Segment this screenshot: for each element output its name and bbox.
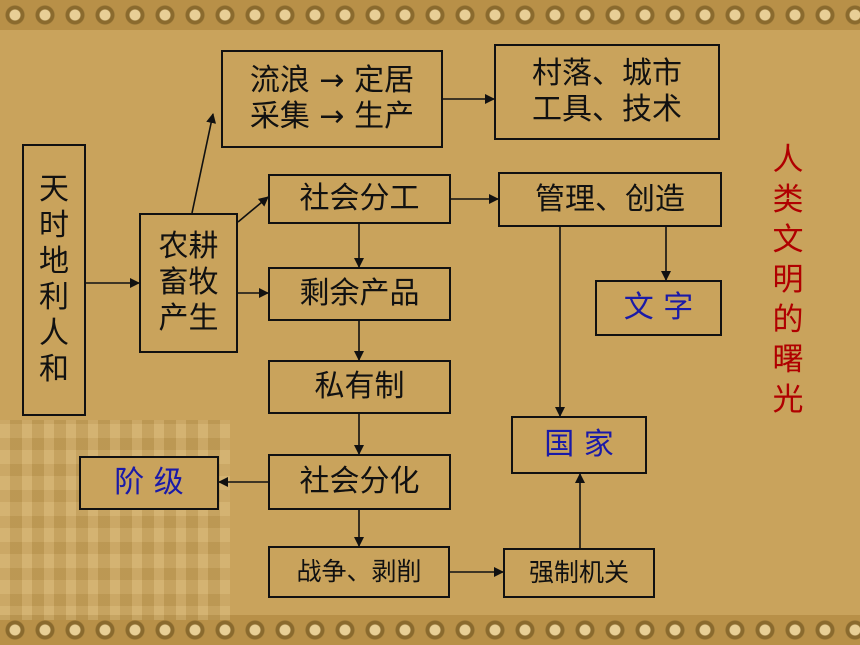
node-guanli-label: 管理、创造 [535, 181, 685, 217]
arrow-nonggeng-to-fengong [237, 196, 269, 223]
node-nonggeng-label: 农耕 畜牧 产生 [158, 229, 219, 336]
bottom-border-pattern [0, 615, 860, 645]
arrow-nonggeng-to-liulang [191, 113, 217, 214]
node-guojia-label: 国 家 [544, 427, 614, 462]
node-liulang-label: 流浪 → 定居 采集 → 生产 [249, 63, 415, 134]
node-shengyu-label: 剩余产品 [299, 276, 420, 311]
node-guanli: 管理、创造 [498, 172, 722, 227]
node-shengyu: 剩余产品 [268, 267, 451, 321]
node-zhanzheng-label: 战争、剥削 [296, 557, 422, 586]
node-jieji: 阶 级 [79, 456, 219, 510]
node-cunluo: 村落、城市 工具、技术 [494, 44, 720, 140]
node-guojia: 国 家 [511, 416, 647, 474]
node-shehui-fenhua-label: 社会分化 [299, 464, 420, 499]
node-tianshi-label: 天 时 地 利 人 和 [39, 172, 69, 387]
node-siyou: 私有制 [268, 360, 451, 414]
node-shehui-fengong-label: 社会分工 [299, 181, 420, 216]
node-cunluo-label: 村落、城市 工具、技术 [532, 56, 682, 127]
node-wenzi: 文 字 [595, 280, 722, 336]
node-shehui-fenhua: 社会分化 [268, 454, 451, 510]
side-title: 人 类 文 明 的 曙 光 [772, 142, 804, 418]
node-jieji-label: 阶 级 [114, 465, 184, 500]
node-siyou-label: 私有制 [314, 369, 405, 404]
node-tianshi: 天 时 地 利 人 和 [22, 144, 86, 416]
node-wenzi-label: 文 字 [623, 290, 694, 325]
node-qiangzhi: 强制机关 [503, 548, 655, 598]
node-qiangzhi-label: 强制机关 [528, 558, 629, 587]
node-shehui-fengong: 社会分工 [268, 174, 451, 224]
node-liulang: 流浪 → 定居 采集 → 生产 [221, 50, 443, 148]
node-zhanzheng: 战争、剥削 [268, 546, 450, 598]
top-border-pattern [0, 0, 860, 30]
background-watermark [0, 420, 230, 620]
node-nonggeng: 农耕 畜牧 产生 [139, 213, 238, 353]
